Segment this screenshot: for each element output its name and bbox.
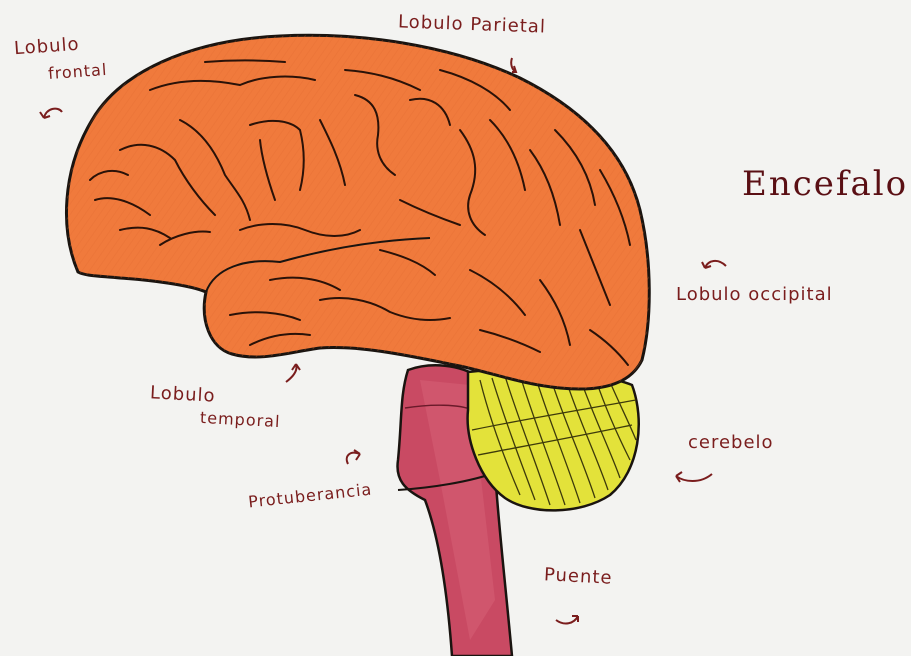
curved-arrow-icon [286, 364, 300, 382]
curved-arrow-icon [676, 472, 712, 482]
diagram-title: Encefalo [742, 164, 908, 204]
curved-arrow-icon [702, 261, 726, 268]
label-temporal-line1: Lobulo [149, 382, 216, 406]
label-occipital: Lobulo occipital [676, 284, 833, 305]
curved-arrow-icon [347, 450, 360, 464]
label-cerebelo: cerebelo [688, 432, 774, 453]
curved-arrow-icon [511, 58, 516, 72]
curved-arrow-icon [556, 616, 578, 623]
curved-arrow-icon [40, 109, 62, 118]
label-puente: Puente [543, 564, 613, 589]
